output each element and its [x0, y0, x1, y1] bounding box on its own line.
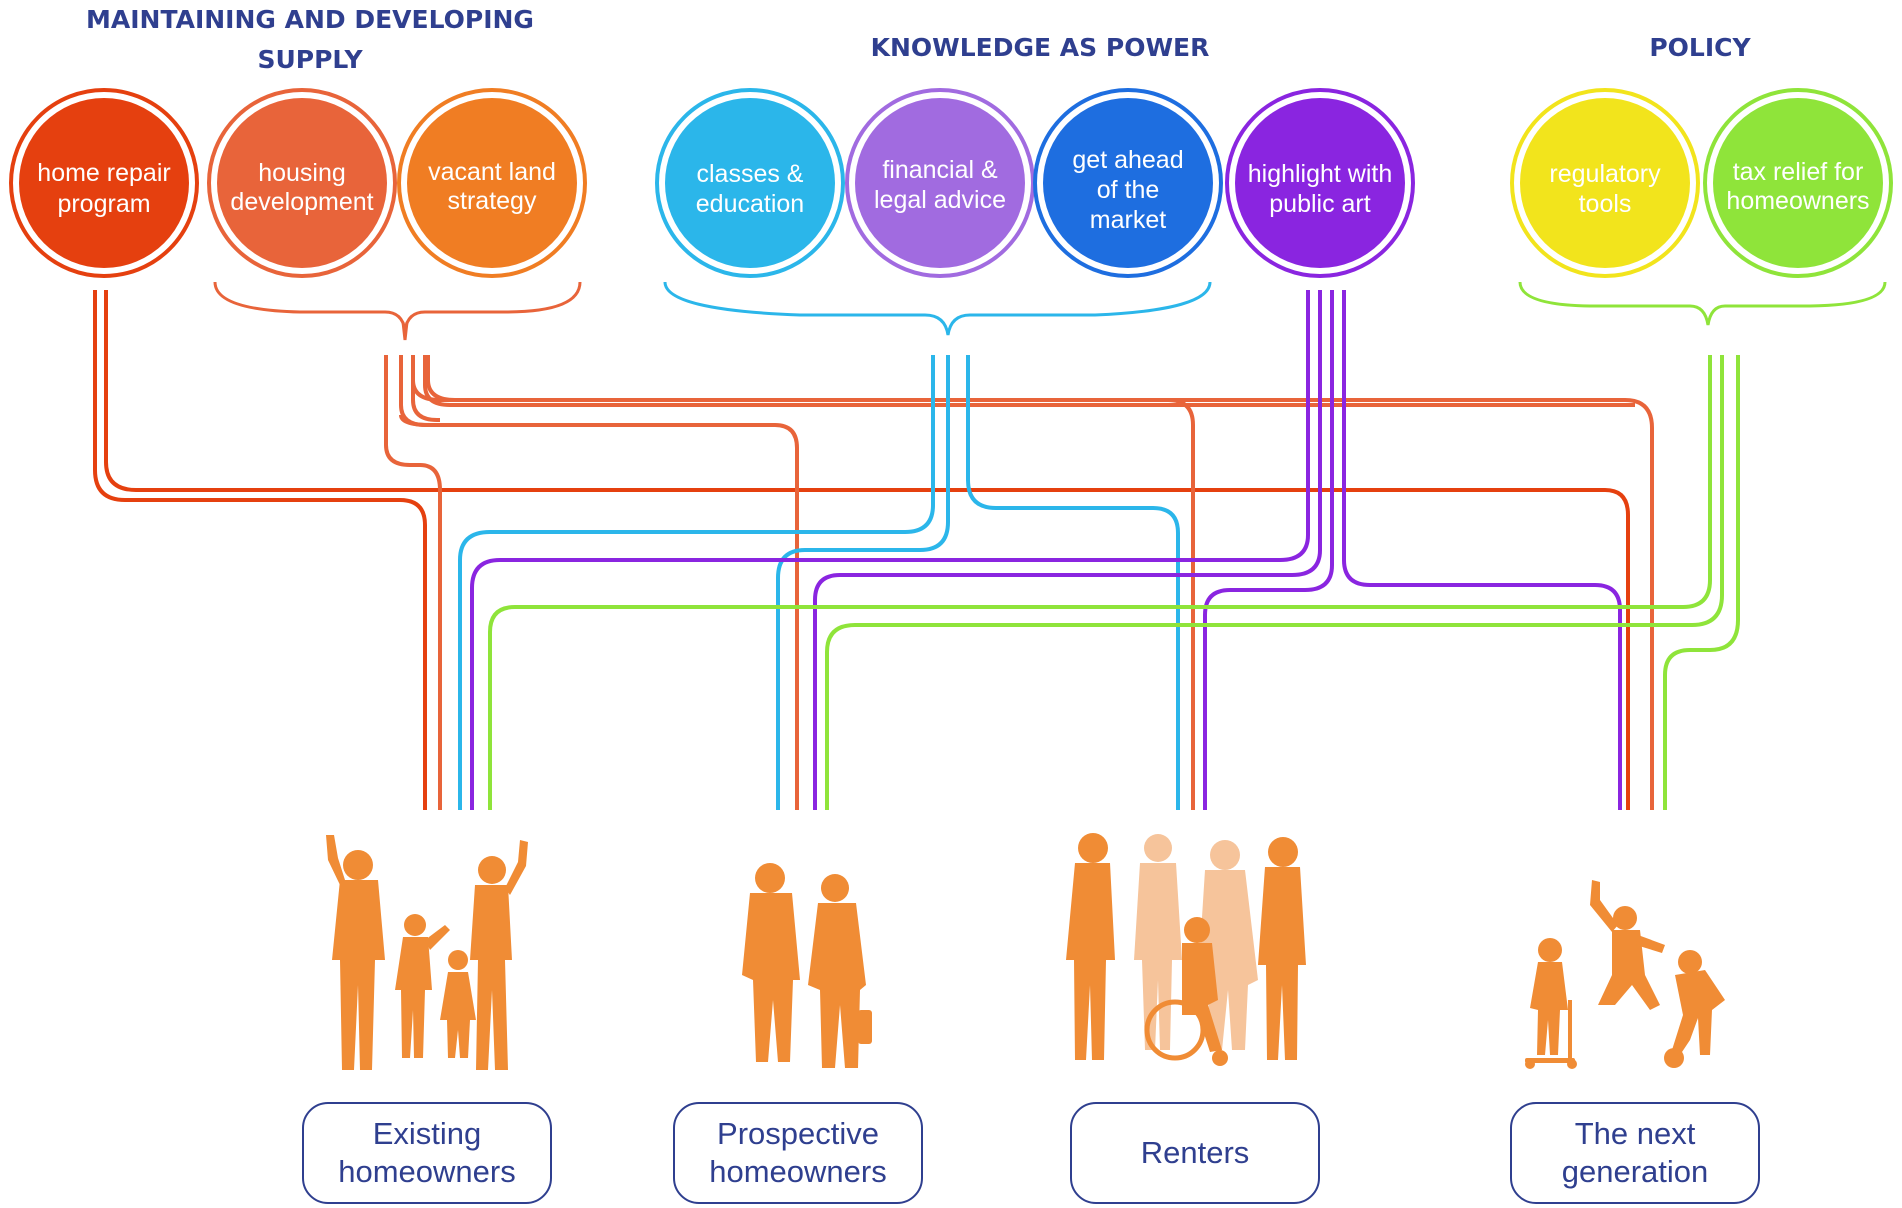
line-knowledge-renters [966, 355, 1180, 810]
line-supply-existing [384, 355, 442, 810]
connector-lines [93, 290, 1740, 810]
silhouette-prospective-homeowners [742, 863, 872, 1068]
silhouette-existing-homeowners [326, 835, 528, 1070]
bracket-supply [213, 281, 582, 341]
circle-home-repair: home repair program [9, 88, 199, 278]
line-knowledge-existing [458, 355, 935, 810]
tool-label-tax-relief-1: tax relief for [1733, 158, 1864, 186]
tool-label-classes-2: education [696, 190, 804, 218]
tool-label-regulatory-2: tools [1579, 190, 1632, 218]
tool-label-housing-dev-2: development [230, 188, 373, 216]
line-art-prospective [813, 290, 1322, 810]
heading-policy: POLICY [1550, 28, 1850, 68]
tool-label-classes-1: classes & [697, 160, 804, 188]
line-home-repair-nextgen [104, 290, 1630, 810]
heading-policy-text: POLICY [1649, 33, 1751, 62]
bracket-knowledge [663, 281, 1212, 336]
tool-label-housing-dev-1: housing [258, 159, 346, 187]
circle-financial: financial & legal advice [845, 88, 1035, 278]
audience-label-next-gen: The next generation [1561, 1116, 1709, 1189]
silhouette-renters [1066, 833, 1306, 1066]
heading-supply: MAINTAINING AND DEVELOPING SUPPLY [60, 0, 560, 80]
audience-prospective-homeowners[interactable]: Prospective homeowners [673, 1102, 923, 1204]
bracket-policy [1518, 281, 1887, 326]
line-art-existing [470, 290, 1310, 810]
tool-label-financial-1: financial & [882, 156, 998, 184]
tool-label-regulatory-1: regulatory [1549, 160, 1661, 188]
heading-knowledge-text: KNOWLEDGE AS POWER [870, 33, 1210, 62]
line-home-repair-existing [93, 290, 427, 810]
line-knowledge-prospective [776, 355, 950, 810]
line-supply-nextgen-main [426, 355, 1654, 810]
audience-existing-homeowners[interactable]: Existing homeowners [302, 1102, 552, 1204]
audience-renters[interactable]: Renters [1070, 1102, 1320, 1204]
tool-label-get-ahead-2: of the [1097, 176, 1160, 204]
tool-label-public-art-2: public art [1269, 190, 1370, 218]
circle-tax-relief: tax relief for homeowners [1703, 88, 1893, 278]
tool-label-vacant-land-1: vacant land [428, 158, 556, 186]
audience-label-existing: Existing homeowners [338, 1116, 516, 1189]
line-supply-renters-main [411, 379, 1195, 810]
circle-public-art: highlight with public art [1225, 88, 1415, 278]
line-supply-renters-2 [399, 414, 431, 427]
line-supply-renters [411, 355, 440, 422]
tool-label-public-art-1: highlight with [1248, 160, 1393, 188]
audience-next-generation[interactable]: The next generation [1510, 1102, 1760, 1204]
heading-supply-text: MAINTAINING AND DEVELOPING SUPPLY [86, 5, 534, 74]
circle-regulatory: regulatory tools [1510, 88, 1700, 278]
silhouette-next-generation [1525, 880, 1725, 1069]
tool-label-get-ahead-3: market [1090, 206, 1166, 234]
tool-circles: home repair program housing development … [9, 88, 1893, 278]
circle-get-ahead: get ahead of the market [1033, 88, 1223, 278]
line-supply-nextgen [423, 355, 1635, 407]
line-supply-prospective [399, 355, 799, 810]
tool-label-home-repair-1: home repair [37, 159, 170, 187]
tool-label-tax-relief-2: homeowners [1726, 187, 1869, 215]
circle-vacant-land: vacant land strategy [397, 88, 587, 278]
tool-label-get-ahead-1: get ahead [1072, 146, 1183, 174]
circle-classes: classes & education [655, 88, 845, 278]
tool-label-financial-2: legal advice [874, 186, 1006, 214]
tool-label-home-repair-2: program [57, 190, 150, 218]
line-art-renters [1203, 290, 1334, 810]
circle-housing-dev: housing development [207, 88, 397, 278]
line-policy-nextgen [1663, 355, 1740, 810]
tool-label-vacant-land-2: strategy [448, 187, 537, 215]
audience-label-prospective: Prospective homeowners [709, 1116, 887, 1189]
line-art-nextgen [1342, 290, 1622, 810]
line-policy-existing [488, 355, 1712, 810]
line-policy-prospective [825, 355, 1724, 810]
heading-knowledge: KNOWLEDGE AS POWER [790, 28, 1290, 68]
audience-label-renters: Renters [1140, 1135, 1250, 1170]
